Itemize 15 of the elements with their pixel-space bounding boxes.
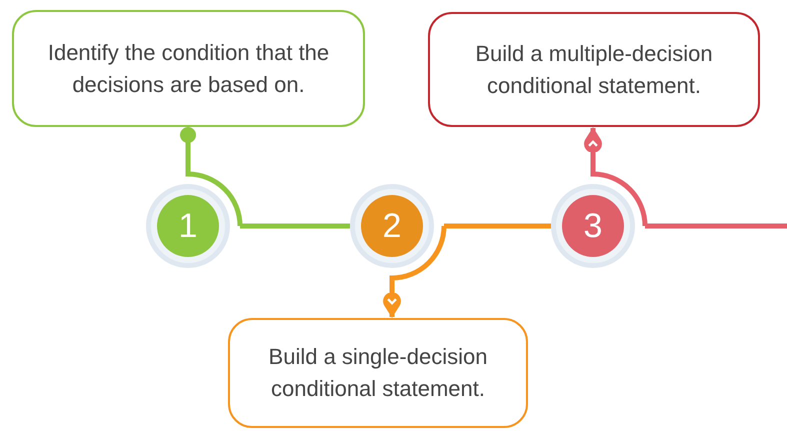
step-description: Identify the condition that the decisions are based on.	[46, 38, 330, 98]
connector-line	[444, 224, 551, 228]
text-box	[12, 10, 365, 127]
step-description: Build a single-decision conditional statement.	[268, 343, 488, 403]
connector-line	[645, 224, 787, 228]
connector-line	[180, 127, 242, 226]
step-number: 3	[562, 195, 624, 257]
step-number: 2	[361, 195, 423, 257]
step-number: 1	[157, 195, 219, 257]
connector-line	[582, 126, 648, 226]
step-description: Build a multiple-decision conditional statement.	[474, 40, 714, 100]
connector-line	[240, 224, 350, 228]
text-box	[428, 12, 760, 127]
connector-line	[382, 226, 446, 320]
text-box	[228, 318, 528, 428]
